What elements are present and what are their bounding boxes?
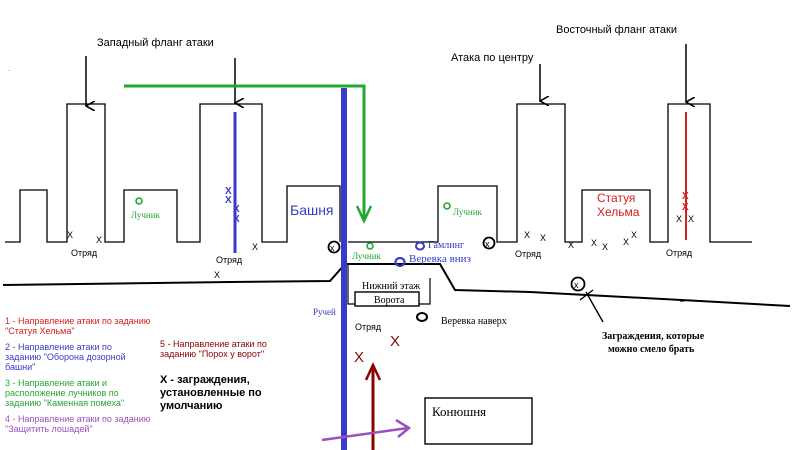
gate-label: Ворота — [374, 295, 405, 306]
green-arrow — [124, 84, 366, 220]
svg-text:1 - Направление атаки по задан: 1 - Направление атаки по заданию — [5, 316, 151, 326]
svg-text:X: X — [252, 242, 258, 252]
tiny-mark: · — [8, 68, 10, 74]
green-arrowhead — [355, 205, 373, 224]
svg-text:X - заграждения,: X - заграждения, — [160, 374, 250, 386]
svg-text:X: X — [676, 214, 682, 224]
svg-text:X: X — [67, 230, 73, 240]
statue-label-1: Статуя — [597, 191, 635, 205]
header-west: Западный фланг атаки — [97, 37, 214, 49]
darkred-arrowhead — [364, 362, 382, 381]
legend-item-2: 2 - Направление атаки по заданию "Оборон… — [5, 342, 126, 372]
svg-text:Отряд: Отряд — [515, 249, 542, 259]
svg-text:заданию "Каменная помеха": заданию "Каменная помеха" — [5, 398, 124, 408]
lower-floor-label: Нижний этаж — [362, 281, 420, 292]
svg-text:4 - Направление атаки по задан: 4 - Направление атаки по заданию — [5, 414, 151, 424]
rope-down-label: Веревка вниз — [409, 253, 471, 265]
statue-label-2: Хельма — [597, 205, 640, 219]
svg-text:X: X — [96, 235, 102, 245]
header-east: Восточный фланг атаки — [556, 24, 677, 36]
circled-x-1: x — [327, 240, 341, 254]
svg-text:расположение лучников по: расположение лучников по — [5, 388, 119, 398]
svg-text:башни": башни" — [5, 362, 35, 372]
archer-marker-east — [443, 202, 451, 210]
svg-text:X: X — [540, 233, 546, 243]
stable-box — [424, 397, 533, 445]
rope-up-label: Веревка наверх — [441, 316, 507, 327]
svg-text:X: X — [591, 238, 597, 248]
svg-text:X: X — [225, 195, 232, 206]
svg-text:x: x — [330, 243, 335, 253]
svg-text:умолчанию: умолчанию — [160, 400, 222, 412]
circled-x-3: x — [570, 276, 586, 292]
svg-text:X: X — [623, 237, 629, 247]
stream-label: Ручей — [313, 307, 336, 317]
svg-text:X: X — [631, 230, 637, 240]
archer-marker-center — [366, 242, 374, 250]
svg-text:X: X — [233, 204, 240, 215]
squad-labels: Отряд Отряд Отряд Отряд Отряд — [71, 248, 693, 332]
archer-label-west: Лучник — [131, 210, 161, 220]
darkred-x-1: X — [354, 349, 364, 366]
svg-text:3 - Направление атаки и: 3 - Направление атаки и — [5, 378, 107, 388]
gate-box — [354, 291, 420, 307]
svg-text:заданию "Порох у ворот": заданию "Порох у ворот" — [160, 349, 264, 359]
svg-text:x: x — [485, 239, 490, 249]
rope-up-marker — [416, 312, 428, 322]
svg-text:X: X — [524, 230, 530, 240]
svg-text:X: X — [233, 214, 240, 225]
archer-label-east: Лучник — [453, 207, 483, 217]
barrier-pointer — [579, 289, 604, 323]
ground-line-left — [2, 263, 791, 307]
barrier-marks-black: X X X X X X X X X X X X X — [67, 214, 694, 280]
gamling-marker — [415, 241, 425, 251]
svg-text:X: X — [214, 270, 220, 280]
svg-text:Отряд: Отряд — [666, 248, 693, 258]
barrier-note-1: Заграждения, которые — [602, 331, 705, 342]
barrier-marks-blue: X X X X — [225, 186, 240, 225]
svg-text:"Защитить лошадей": "Защитить лошадей" — [5, 424, 93, 434]
purple-arrowhead — [395, 418, 412, 438]
tower-label: Башня — [290, 202, 334, 218]
svg-text:Отряд: Отряд — [71, 248, 98, 258]
svg-text:установленные по: установленные по — [160, 387, 262, 399]
stable-label: Конюшня — [432, 404, 486, 419]
header-center: Атака по центру — [451, 52, 534, 64]
legend-item-3: 3 - Направление атаки и расположение луч… — [5, 378, 124, 408]
svg-text:Отряд: Отряд — [216, 255, 243, 265]
svg-text:Отряд: Отряд — [355, 322, 382, 332]
barrier-note-2: можно смело брать — [608, 344, 695, 355]
svg-text:5 - Направление атаки по: 5 - Направление атаки по — [160, 339, 267, 349]
circled-x-2: x — [482, 236, 496, 250]
svg-text:X: X — [682, 191, 689, 202]
rope-down-marker — [394, 256, 406, 268]
svg-text:X: X — [568, 240, 574, 250]
svg-text:X: X — [688, 214, 694, 224]
darkred-x-2: X — [390, 333, 400, 350]
purple-arrow-shaft — [321, 426, 409, 442]
svg-text:X: X — [682, 202, 689, 213]
svg-text:X: X — [602, 242, 608, 252]
legend-barriers: X - заграждения, установленные по умолча… — [160, 374, 262, 412]
legend-item-5: 5 - Направление атаки по заданию "Порох … — [160, 339, 267, 359]
svg-text:2 - Направление атаки по: 2 - Направление атаки по — [5, 342, 112, 352]
svg-text:"Статуя Хельма": "Статуя Хельма" — [5, 326, 75, 336]
svg-text:X: X — [225, 186, 232, 197]
blue-main-line — [341, 88, 347, 450]
wall-outline — [5, 103, 752, 243]
svg-text:x: x — [574, 280, 579, 290]
archer-marker-west — [135, 197, 143, 205]
legend-item-1: 1 - Направление атаки по заданию "Статуя… — [5, 316, 151, 336]
barrier-marks-red: X X — [682, 191, 689, 213]
svg-text:заданию "Оборона дозорной: заданию "Оборона дозорной — [5, 352, 126, 362]
legend-item-4: 4 - Направление атаки по заданию "Защити… — [5, 414, 151, 434]
archer-label-center: Лучник — [352, 251, 382, 261]
gamling-label: Гамлинг — [428, 240, 464, 251]
